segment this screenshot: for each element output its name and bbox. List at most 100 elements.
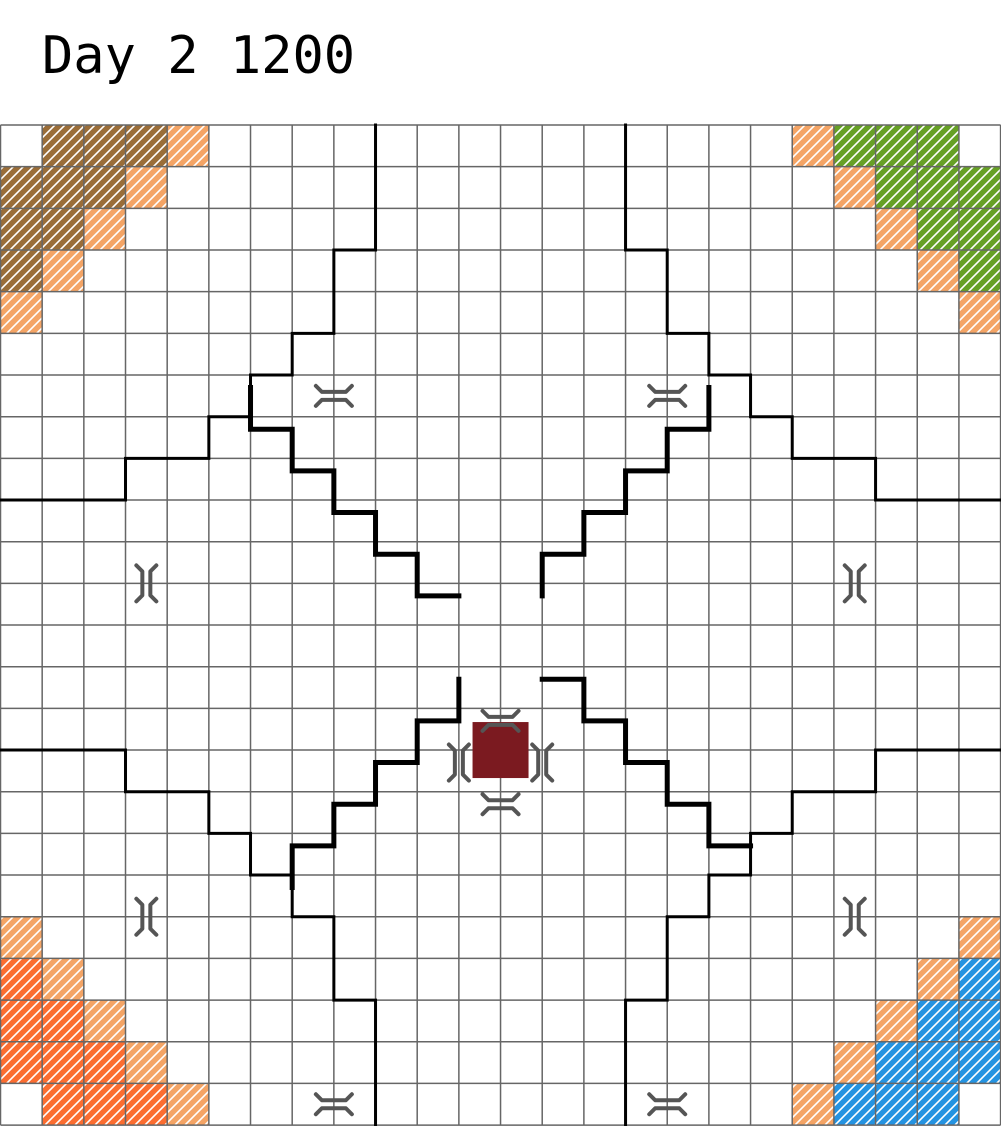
board-cell[interactable] bbox=[292, 375, 334, 417]
board-cell[interactable] bbox=[833, 666, 876, 709]
board-cell[interactable] bbox=[417, 1041, 459, 1084]
board-cell[interactable] bbox=[583, 458, 626, 501]
board-cell[interactable] bbox=[375, 291, 418, 334]
board-cell[interactable] bbox=[625, 458, 668, 501]
board-cell[interactable] bbox=[458, 500, 501, 542]
board-cell[interactable] bbox=[750, 291, 793, 334]
board-cell[interactable] bbox=[250, 291, 293, 334]
board-cell[interactable] bbox=[0, 625, 43, 667]
board-cell[interactable] bbox=[958, 416, 1001, 459]
board-cell[interactable] bbox=[667, 166, 709, 209]
board-cell[interactable] bbox=[458, 416, 501, 459]
board-cell[interactable] bbox=[167, 750, 209, 792]
board-cell[interactable] bbox=[167, 333, 209, 376]
board-cell[interactable] bbox=[500, 958, 543, 1001]
board-cell[interactable] bbox=[83, 375, 126, 417]
board-cell[interactable] bbox=[0, 666, 43, 709]
board-cell[interactable] bbox=[833, 583, 876, 626]
board-cell[interactable] bbox=[625, 958, 668, 1001]
board-cell[interactable] bbox=[167, 833, 209, 876]
board-cell[interactable] bbox=[0, 833, 43, 876]
board-cell[interactable] bbox=[250, 666, 293, 709]
board-cell[interactable] bbox=[417, 625, 459, 667]
board-cell[interactable] bbox=[792, 750, 834, 792]
board-cell[interactable] bbox=[708, 208, 751, 251]
board-cell[interactable] bbox=[333, 458, 376, 501]
board-cell[interactable] bbox=[583, 375, 626, 417]
gate-icon[interactable] bbox=[480, 708, 521, 733]
board-cell[interactable] bbox=[792, 250, 834, 292]
board-cell[interactable] bbox=[583, 416, 626, 459]
board-cell[interactable] bbox=[42, 541, 84, 584]
board-cell[interactable] bbox=[125, 708, 168, 751]
board-cell[interactable] bbox=[542, 166, 584, 209]
board-cell[interactable] bbox=[542, 875, 584, 917]
board-cell[interactable] bbox=[625, 916, 668, 959]
board-cell[interactable] bbox=[750, 458, 793, 501]
board-cell[interactable] bbox=[0, 125, 43, 167]
board-cell[interactable] bbox=[0, 416, 43, 459]
board-cell[interactable] bbox=[833, 791, 876, 834]
board-cell[interactable] bbox=[458, 583, 501, 626]
board-cell[interactable] bbox=[208, 541, 251, 584]
board-cell[interactable] bbox=[417, 291, 459, 334]
board-cell[interactable] bbox=[958, 375, 1001, 417]
board-cell[interactable] bbox=[833, 208, 876, 251]
board-cell[interactable] bbox=[83, 875, 126, 917]
board-cell[interactable] bbox=[333, 583, 376, 626]
board-cell[interactable] bbox=[417, 708, 459, 751]
board-cell[interactable] bbox=[792, 791, 834, 834]
board-cell[interactable] bbox=[333, 833, 376, 876]
board-cell[interactable] bbox=[625, 875, 668, 917]
board-cell[interactable] bbox=[417, 500, 459, 542]
board-cell[interactable] bbox=[83, 333, 126, 376]
board-cell[interactable] bbox=[208, 833, 251, 876]
board-cell[interactable] bbox=[167, 291, 209, 334]
board-cell[interactable] bbox=[208, 1041, 251, 1084]
board-cell[interactable] bbox=[167, 916, 209, 959]
board-cell[interactable] bbox=[625, 625, 668, 667]
board-cell[interactable] bbox=[583, 791, 626, 834]
board-cell[interactable] bbox=[208, 708, 251, 751]
board-cell[interactable] bbox=[542, 1000, 584, 1042]
board-cell[interactable] bbox=[500, 166, 543, 209]
board-cell[interactable] bbox=[458, 250, 501, 292]
board-cell[interactable] bbox=[292, 833, 334, 876]
board-cell[interactable] bbox=[917, 875, 959, 917]
board-cell[interactable] bbox=[125, 791, 168, 834]
board-cell[interactable] bbox=[583, 1000, 626, 1042]
board-cell[interactable] bbox=[708, 1000, 751, 1042]
board-cell[interactable] bbox=[250, 375, 293, 417]
board-cell[interactable] bbox=[125, 291, 168, 334]
board-cell[interactable] bbox=[375, 541, 418, 584]
board-cell[interactable] bbox=[292, 500, 334, 542]
board-cell[interactable] bbox=[667, 291, 709, 334]
board-cell[interactable] bbox=[542, 500, 584, 542]
board-cell[interactable] bbox=[917, 333, 959, 376]
board-cell[interactable] bbox=[458, 625, 501, 667]
board-cell[interactable] bbox=[792, 208, 834, 251]
board-cell[interactable] bbox=[333, 1000, 376, 1042]
board-cell[interactable] bbox=[417, 1000, 459, 1042]
board-cell[interactable] bbox=[708, 541, 751, 584]
board-cell[interactable] bbox=[875, 458, 918, 501]
board-cell[interactable] bbox=[375, 1083, 418, 1126]
board-cell[interactable] bbox=[750, 625, 793, 667]
board-cell[interactable] bbox=[417, 458, 459, 501]
board-cell[interactable] bbox=[458, 458, 501, 501]
board-cell[interactable] bbox=[750, 833, 793, 876]
board-cell[interactable] bbox=[875, 541, 918, 584]
board-cell[interactable] bbox=[667, 1000, 709, 1042]
board-cell[interactable] bbox=[42, 458, 84, 501]
board-cell[interactable] bbox=[125, 916, 168, 959]
board-cell[interactable] bbox=[0, 333, 43, 376]
board-cell[interactable] bbox=[583, 666, 626, 709]
board-cell[interactable] bbox=[417, 250, 459, 292]
gate-icon[interactable] bbox=[647, 383, 688, 408]
board-cell[interactable] bbox=[833, 708, 876, 751]
board-cell[interactable] bbox=[875, 291, 918, 334]
board-cell[interactable] bbox=[375, 375, 418, 417]
board-cell[interactable] bbox=[167, 1041, 209, 1084]
board-cell[interactable] bbox=[125, 375, 168, 417]
board-cell[interactable] bbox=[542, 125, 584, 167]
